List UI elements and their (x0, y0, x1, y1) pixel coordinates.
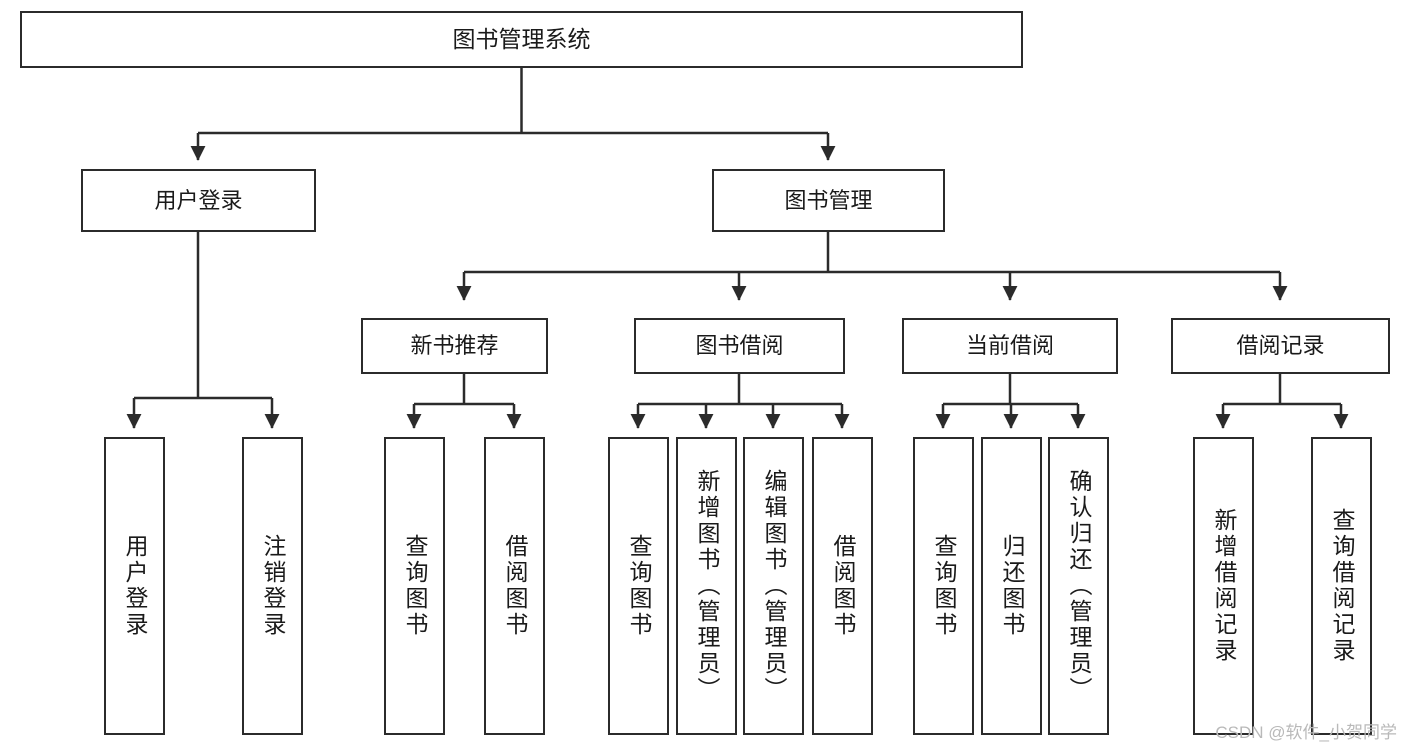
node-label: 借阅记录 (1236, 333, 1325, 359)
node-label: 用户登录 (154, 187, 243, 213)
node-label: 新增图书（管理员） (694, 469, 720, 703)
leaf-user-login-signout[interactable]: 注销登录 (242, 437, 303, 735)
leaf-borrow-query-book[interactable]: 查询图书 (608, 437, 669, 735)
node-user-login[interactable]: 用户登录 (81, 169, 316, 232)
leaf-recommend-query-book[interactable]: 查询图书 (384, 437, 445, 735)
node-label: 确认归还（管理员） (1066, 469, 1092, 703)
leaf-current-confirm-return-admin[interactable]: 确认归还（管理员） (1048, 437, 1109, 735)
node-label: 查询借阅记录 (1329, 508, 1355, 664)
node-label: 借阅图书 (502, 534, 528, 638)
leaf-current-query-book[interactable]: 查询图书 (913, 437, 974, 735)
node-label: 新书推荐 (410, 333, 499, 359)
node-label: 当前借阅 (965, 333, 1054, 359)
node-borrow-record[interactable]: 借阅记录 (1171, 318, 1390, 374)
node-book-management[interactable]: 图书管理 (712, 169, 945, 232)
node-label: 借阅图书 (830, 534, 856, 638)
node-label: 图书管理系统 (452, 26, 591, 53)
leaf-borrow-edit-book-admin[interactable]: 编辑图书（管理员） (743, 437, 804, 735)
node-label: 用户登录 (122, 534, 148, 638)
node-label: 注销登录 (260, 534, 286, 638)
node-label: 查询图书 (402, 534, 428, 638)
node-label: 归还图书 (999, 534, 1025, 638)
node-label: 查询图书 (931, 534, 957, 638)
node-label: 图书借阅 (695, 333, 784, 359)
node-label: 编辑图书（管理员） (761, 469, 787, 703)
node-new-book-recommend[interactable]: 新书推荐 (361, 318, 548, 374)
node-label: 图书管理 (784, 187, 873, 213)
leaf-record-query-borrow-record[interactable]: 查询借阅记录 (1311, 437, 1372, 735)
leaf-record-add-borrow-record[interactable]: 新增借阅记录 (1193, 437, 1254, 735)
node-label: 查询图书 (626, 534, 652, 638)
node-book-borrow[interactable]: 图书借阅 (634, 318, 845, 374)
leaf-borrow-borrow-book[interactable]: 借阅图书 (812, 437, 873, 735)
node-current-borrow[interactable]: 当前借阅 (902, 318, 1118, 374)
csdn-watermark: CSDN @软件_小贺同学 (1215, 723, 1397, 742)
leaf-borrow-add-book-admin[interactable]: 新增图书（管理员） (676, 437, 737, 735)
node-label: 新增借阅记录 (1211, 508, 1237, 664)
leaf-user-login-signin[interactable]: 用户登录 (104, 437, 165, 735)
node-root-book-management-system[interactable]: 图书管理系统 (20, 11, 1023, 68)
leaf-current-return-book[interactable]: 归还图书 (981, 437, 1042, 735)
leaf-recommend-borrow-book[interactable]: 借阅图书 (484, 437, 545, 735)
